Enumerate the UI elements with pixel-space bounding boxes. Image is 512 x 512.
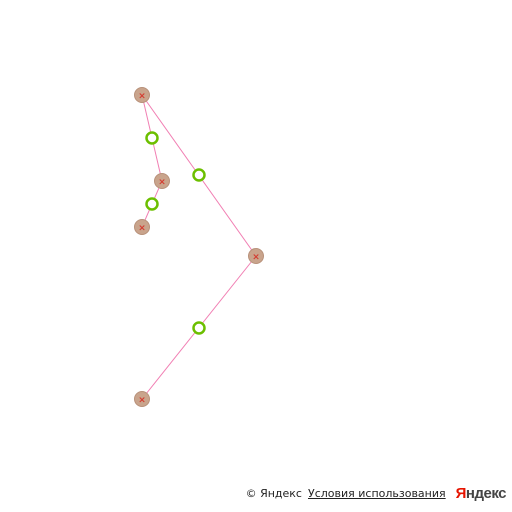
route-branch-long (141, 94, 257, 400)
midpoint-marker[interactable] (192, 168, 206, 182)
cross-icon: × (138, 224, 146, 234)
midpoint-marker[interactable] (145, 197, 159, 211)
midpoint-marker[interactable] (145, 131, 159, 145)
waypoint-marker[interactable]: × (248, 248, 264, 264)
midpoint-marker[interactable] (192, 321, 206, 335)
cross-icon: × (252, 253, 260, 263)
copyright-text: © Яндекс (245, 487, 302, 500)
cross-icon: × (158, 178, 166, 188)
cross-icon: × (138, 92, 146, 102)
waypoint-marker[interactable]: × (134, 87, 150, 103)
map-attribution: © Яндекс Условия использования Яндекс (245, 485, 507, 502)
route-lines (141, 94, 257, 400)
yandex-logo[interactable]: Яндекс (455, 485, 507, 502)
waypoint-marker[interactable]: × (134, 219, 150, 235)
waypoint-marker[interactable]: × (134, 391, 150, 407)
terms-of-use-link[interactable]: Условия использования (307, 487, 446, 500)
cross-icon: × (138, 396, 146, 406)
waypoint-marker[interactable]: × (154, 173, 170, 189)
